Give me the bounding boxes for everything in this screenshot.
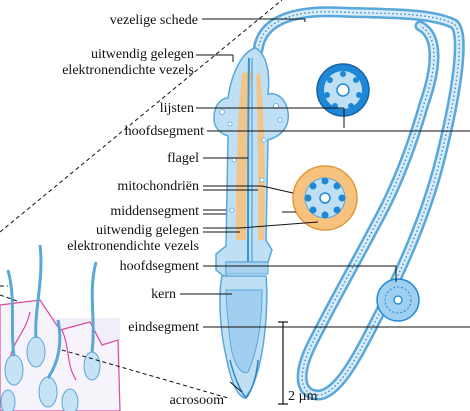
label-middensegment: middensegment: [110, 204, 199, 219]
dashed-line-inset-mid: [0, 295, 20, 302]
label-vezelige-schede: vezelige schede: [110, 13, 198, 28]
label-hoofdsegment-2: hoofdsegment: [120, 259, 199, 274]
label-acrosoom: acrosoom: [170, 393, 225, 408]
cross-section-midpiece: [293, 166, 357, 230]
label-uitwendig-gelegen-1b: elektronendichte vezels: [62, 63, 194, 78]
principal-piece: [214, 48, 288, 278]
label-flagel: flagel: [167, 151, 199, 166]
label-mitochondrien: mitochondriën: [117, 179, 199, 194]
label-uitwendig-gelegen-2a: uitwendig gelegen: [96, 223, 199, 238]
label-uitwendig-gelegen-2b: elektronendichte vezels: [67, 239, 199, 254]
scale-label: 2 µm: [288, 389, 318, 404]
axoneme: [248, 58, 249, 262]
label-uitwendig-gelegen-1a: uitwendig gelegen: [91, 47, 194, 62]
label-kern: kern: [151, 287, 176, 302]
label-hoofdsegment-1: hoofdsegment: [125, 124, 204, 139]
label-eindsegment: eindsegment: [128, 320, 199, 335]
label-lijsten: lijsten: [160, 101, 194, 116]
inset-sperm-cells: [0, 245, 120, 411]
cross-section-endpiece: [377, 279, 419, 321]
